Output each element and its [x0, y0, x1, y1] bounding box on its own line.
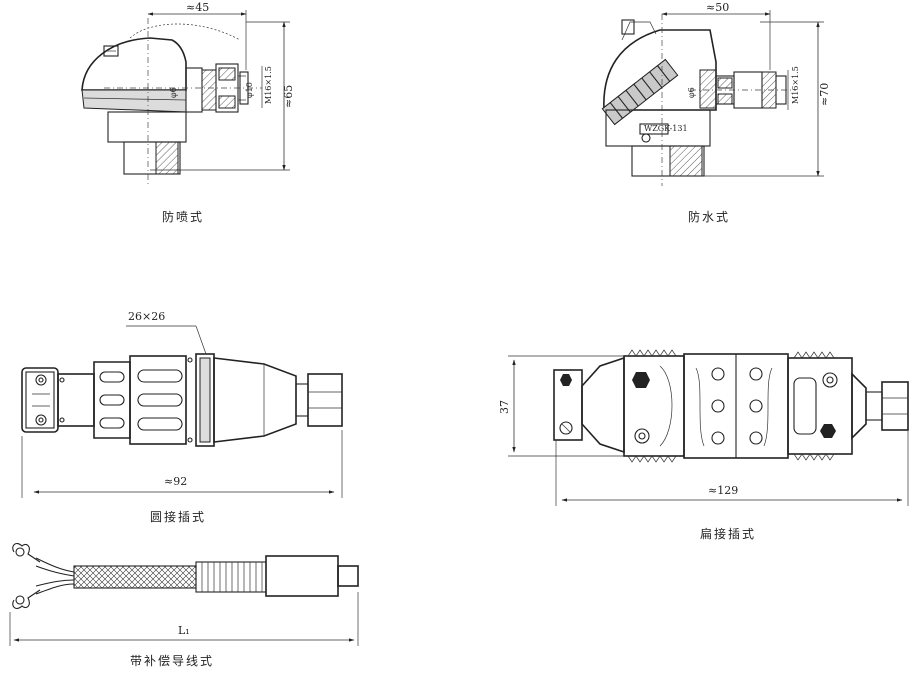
caption-flat-plug: 扁接插式	[700, 526, 756, 541]
caption-round-plug: 圆接插式	[150, 509, 206, 524]
caption-waterproof: 防水式	[688, 209, 730, 224]
round-nut-label: 26×26	[128, 310, 165, 323]
spray-dia6-label: φ6	[169, 87, 178, 98]
spray-dia10-label: φ10	[245, 82, 254, 98]
spray-width-label: ≈45	[186, 1, 209, 14]
water-model-label: WZGK-131	[644, 124, 688, 133]
round-length-label: ≈92	[164, 475, 187, 488]
lead-length-label: L₁	[178, 624, 190, 637]
caption-spray-proof: 防喷式	[162, 209, 204, 224]
waterproof-head-drawing: WZGK-131 ≈50 ≈70 M16×1.5 φ6	[601, 1, 831, 186]
water-dia-label: φ6	[687, 87, 696, 98]
flat-length-label: ≈129	[708, 484, 738, 497]
water-height-label: ≈70	[818, 83, 831, 106]
spray-thread-label: M16×1.5	[264, 66, 273, 104]
round-plug-drawing: 26×26 ≈92	[21, 310, 343, 498]
flat-plug-drawing: 37 ≈129	[498, 349, 909, 506]
flat-height-label: 37	[498, 400, 511, 414]
water-thread-label: M16×1.5	[791, 66, 800, 104]
spray-proof-head-drawing: ≈45 ≈65 φ10 M16×1.5 φ6	[81, 1, 295, 186]
compensation-lead-drawing: L₁	[9, 543, 359, 646]
caption-comp-lead: 带补偿导线式	[130, 653, 214, 668]
spray-height-label: ≈65	[282, 85, 295, 108]
water-width-label: ≈50	[706, 1, 729, 14]
